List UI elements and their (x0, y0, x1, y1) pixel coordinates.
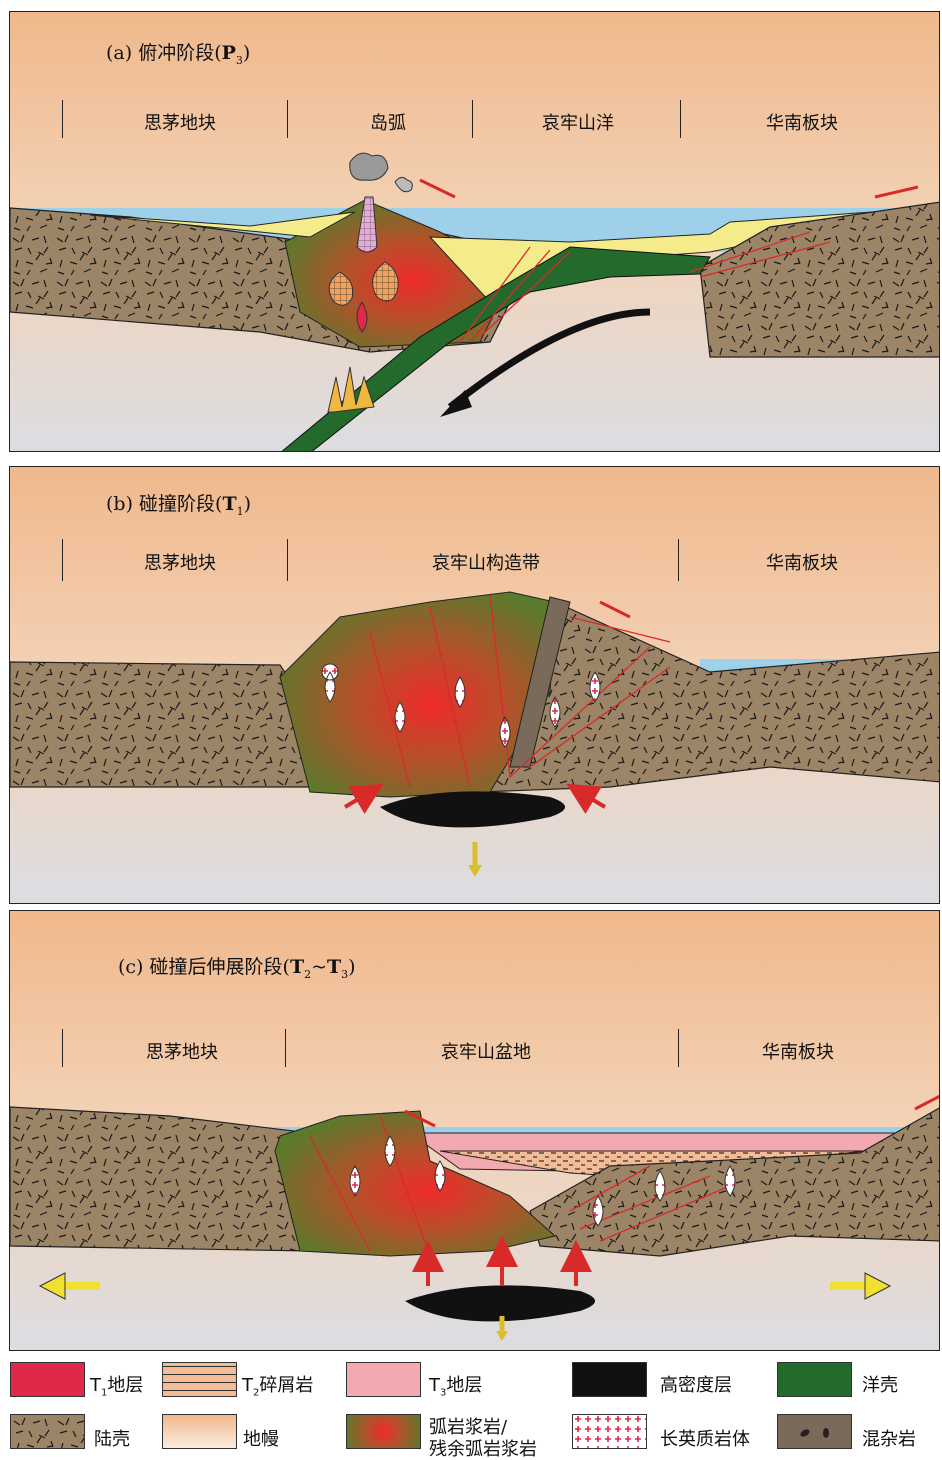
legend-label-t3: T3地层 (429, 1376, 482, 1404)
zone-ailaoshan-tectonic-belt: 哀牢山构造带 (432, 549, 540, 575)
zone-south-china-plate: 华南板块 (766, 549, 838, 575)
divider (680, 100, 681, 138)
legend-label-oceanic-crust: 洋壳 (862, 1376, 898, 1396)
zone-ailaoshan-basin: 哀牢山盆地 (441, 1038, 531, 1064)
panel-a-subduction: (a) 俯冲阶段(P3) 思茅地块 岛弧 哀牢山洋 华南板块 (9, 11, 940, 452)
divider (678, 1029, 679, 1067)
divider (62, 100, 63, 138)
legend-swatch-continental-crust (10, 1414, 85, 1449)
legend-swatch-arc-magmatic (346, 1414, 421, 1449)
panel-b-diagram (10, 467, 940, 904)
legend-swatch-mantle (162, 1414, 237, 1449)
zone-south-china-plate: 华南板块 (766, 109, 838, 135)
divider (62, 1029, 63, 1067)
panel-b-collision: (b) 碰撞阶段(T1) 思茅地块 哀牢山构造带 华南板块 (9, 466, 940, 904)
divider (62, 539, 63, 581)
legend-swatch-t2-clastic (162, 1362, 237, 1397)
zone-south-china-plate: 华南板块 (762, 1038, 834, 1064)
legend-label-mantle: 地幔 (243, 1430, 279, 1450)
legend-label-arc-magmatic: 弧岩浆岩/ (429, 1418, 507, 1438)
legend-label-t2-clastic: T2碎屑岩 (242, 1376, 313, 1404)
legend-swatch-high-density (572, 1362, 647, 1397)
zone-simao-block: 思茅地块 (144, 109, 216, 135)
panel-a-title: (a) 俯冲阶段(P3) (106, 38, 250, 67)
divider (287, 539, 288, 581)
legend-swatch-oceanic-crust (777, 1362, 852, 1397)
divider (472, 100, 473, 138)
panel-c-post-collision: (c) 碰撞后伸展阶段(T2~T3) 思茅地块 哀牢山盆地 华南板块 (9, 910, 940, 1351)
legend-swatch-melange (777, 1414, 852, 1449)
panel-b-title: (b) 碰撞阶段(T1) (106, 489, 251, 518)
divider (285, 1029, 286, 1067)
zone-simao-block: 思茅地块 (144, 549, 216, 575)
legend-label-residual-arc-magmatic: 残余弧岩浆岩 (429, 1440, 537, 1460)
panel-a-diagram (10, 12, 940, 452)
legend-label-melange: 混杂岩 (862, 1430, 916, 1450)
divider (678, 539, 679, 581)
legend-swatch-felsic-pluton (572, 1414, 647, 1449)
zone-ailaoshan-ocean: 哀牢山洋 (542, 109, 614, 135)
panel-c-title: (c) 碰撞后伸展阶段(T2~T3) (118, 952, 356, 981)
legend-label-t1: T1地层 (90, 1376, 143, 1404)
legend: T1地层 T2碎屑岩 T3地层 高密度层 洋壳 陆壳 地幔 弧岩浆岩/ 残余弧岩… (0, 1352, 942, 1458)
zone-island-arc: 岛弧 (370, 109, 406, 135)
legend-swatch-t1 (10, 1362, 85, 1397)
legend-label-continental-crust: 陆壳 (94, 1430, 130, 1450)
legend-label-felsic-pluton: 长英质岩体 (660, 1430, 750, 1450)
legend-swatch-t3 (346, 1362, 421, 1397)
divider (287, 100, 288, 138)
legend-label-high-density: 高密度层 (660, 1376, 732, 1396)
zone-simao-block: 思茅地块 (146, 1038, 218, 1064)
